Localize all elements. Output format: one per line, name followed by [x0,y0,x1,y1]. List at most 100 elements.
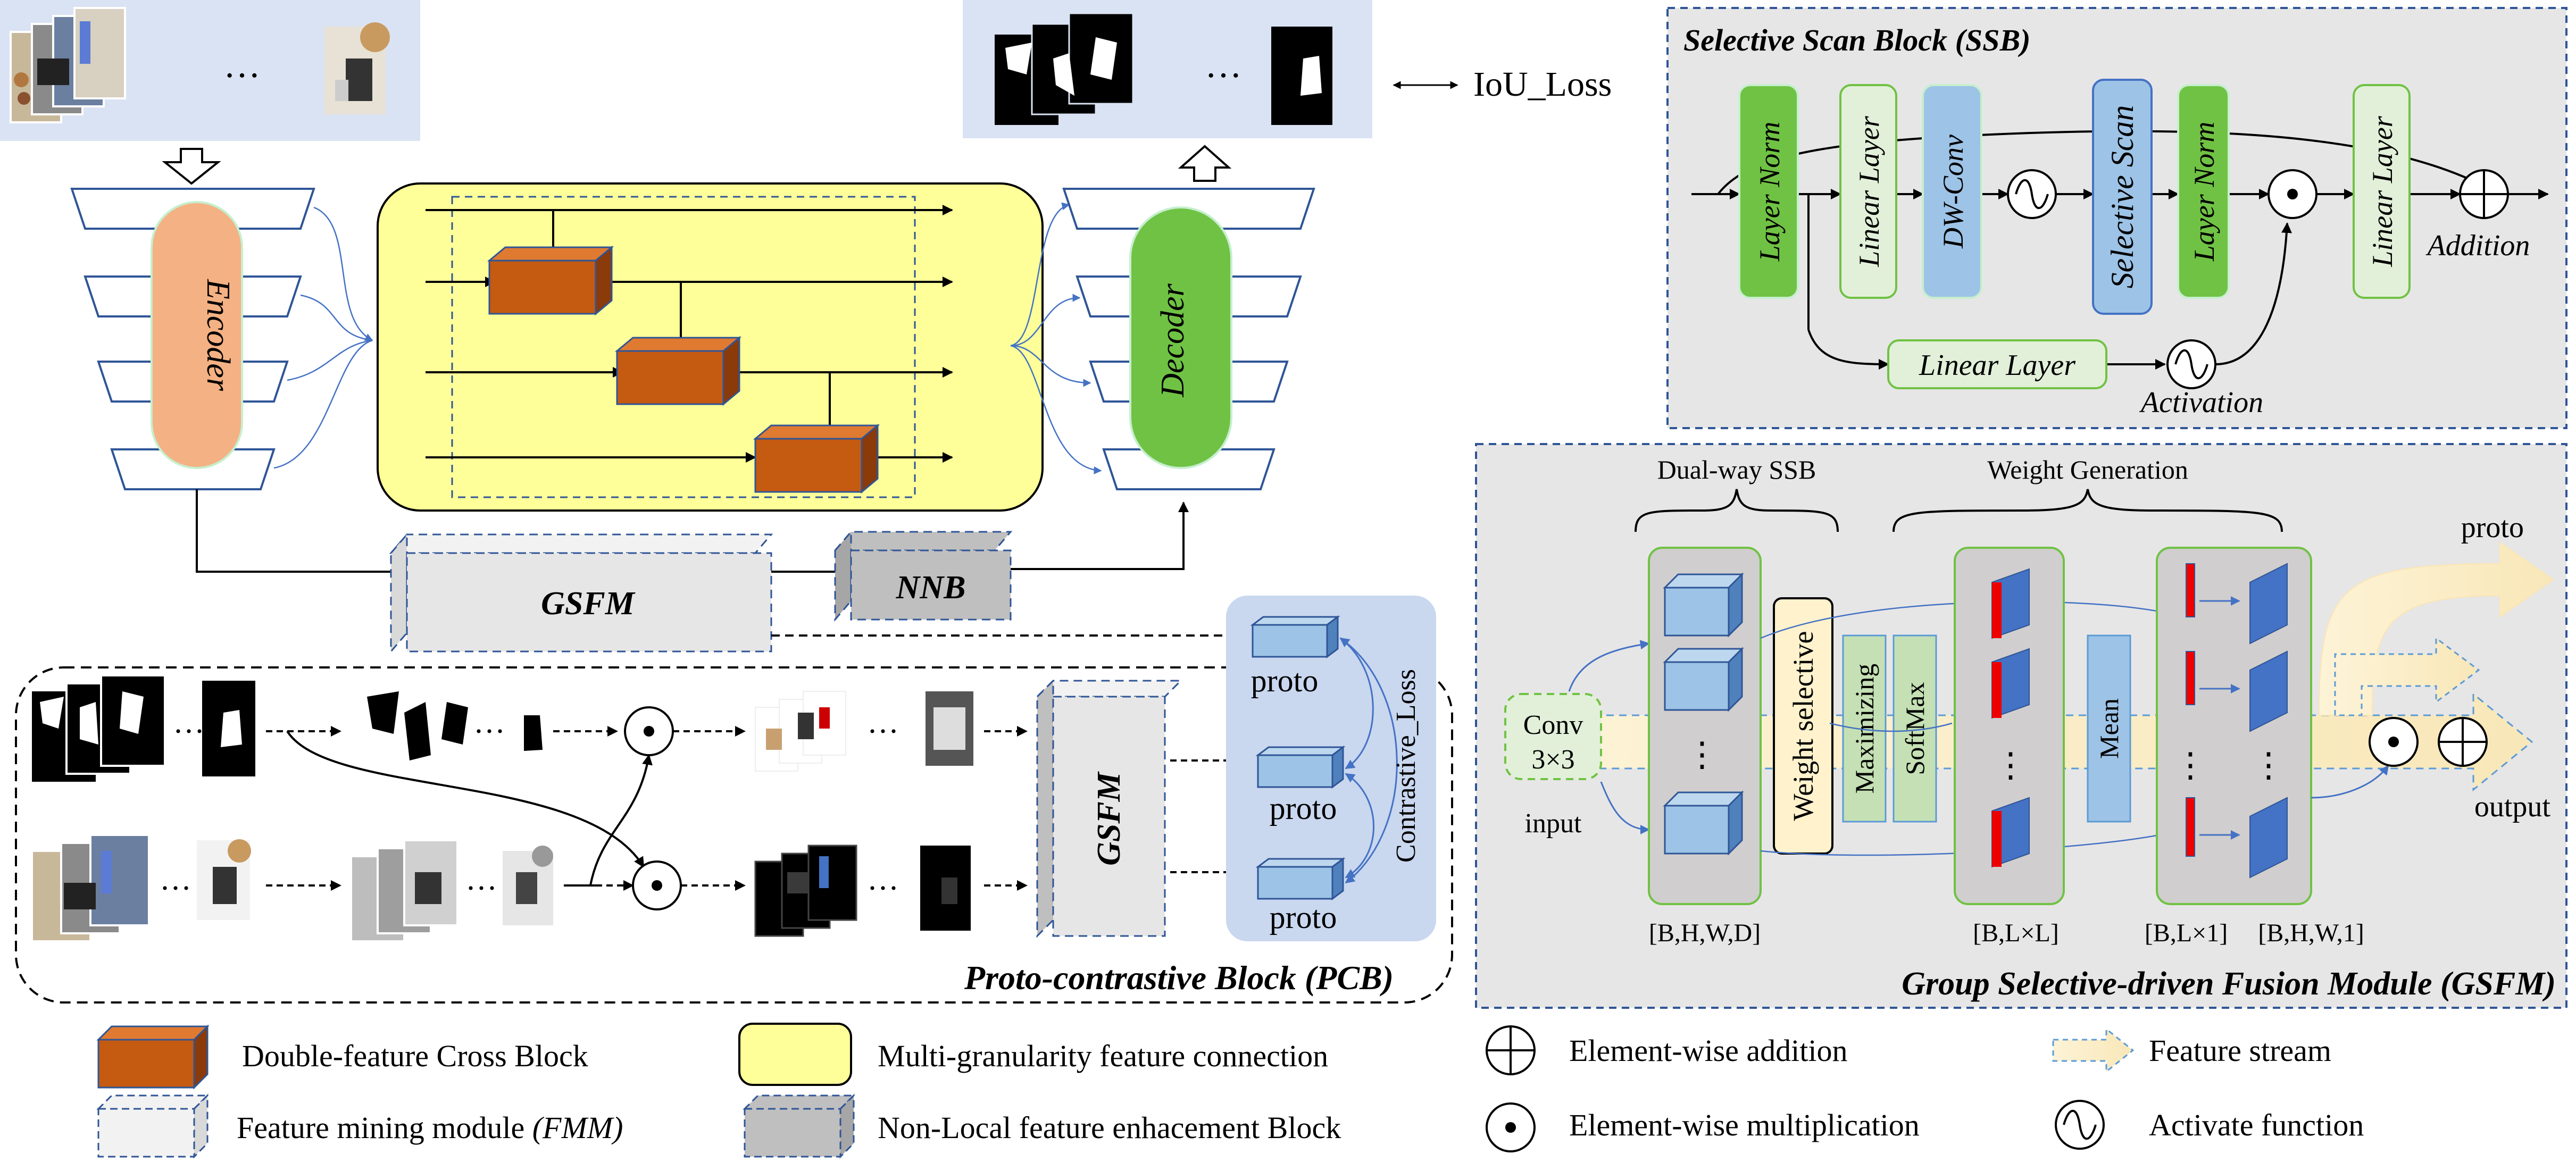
pcb-gsfm-block [1035,679,1183,938]
pcb-frame [15,666,1453,1004]
multi-granularity-inner-frame [451,196,916,498]
dual-way-ssb-label: Dual-way SSB [1657,455,1816,484]
legend-non-local-label: Non-Local feature enhacement Block [878,1110,1341,1145]
pcb-shape-stack [367,691,468,760]
pcb-curve-up [589,754,653,886]
contrastive-loss-label: Contrastive_Loss [1391,669,1421,863]
gsfm-input-label: input [1525,808,1582,839]
pcb-ellipsis-3: ··· [867,714,899,749]
ssb-vdots: ⋮ [1685,735,1719,773]
ssb-linear-layer-1 [1839,84,1897,299]
maximizing-block [1842,634,1887,823]
pcb-gray-last [503,846,553,925]
ssb-dw-conv [1922,84,1982,299]
legend-fmm-italic: (FMM) [532,1110,623,1145]
weight-map-vdots-1: ⋮ [2173,746,2207,784]
weight-map-items [2186,563,2288,879]
legend-add-icon [1486,1025,1536,1075]
input-image-stack [10,7,126,123]
ssb-addition-label: Addition [2425,229,2530,262]
ssb-linear-layer-2 [2353,84,2411,299]
pcb-ellipsis-2: ··· [473,714,505,749]
ssb-cube-2 [1663,647,1744,712]
ssb-layer-norm-2-label: Layer Norm [2188,122,2220,262]
dual-way-brace [1635,489,1839,532]
weight-gen-brace [1893,489,2283,532]
ssb-layer-norm-1-label: Layer Norm [1754,122,1786,262]
gsfm-label: GSFM [541,586,636,622]
ssb-addition [2459,169,2509,219]
pcb-ellipsis-6: ··· [867,871,899,906]
ssb-linear-layer-1-label: Linear Layer [1853,115,1885,267]
ssb-linear-layer-2-label: Linear Layer [2366,115,2398,267]
decoder-block [1129,206,1232,469]
pcb-title: Proto-contrastive Block (PCB) [964,959,1394,997]
legend-activate-label: Activate function [2149,1108,2364,1142]
output-up-arrow [1178,145,1232,182]
legend-double-feature-cube [96,1024,210,1090]
multi-granularity-arrows [426,205,953,463]
proto-label-1: proto [1251,663,1319,698]
dim-bhwd-label: [B,H,W,D] [1649,919,1761,947]
output-mask-panel: ··· [963,0,1372,138]
dim-bhw1-label: [B,H,W,1] [2258,919,2364,947]
legend-fmm-label: Feature mining module (FMM) [237,1110,623,1145]
dim-bll-label: [B,L×L] [1973,919,2059,947]
encoder-block [151,201,243,469]
pcb-ellipsis-4: ··· [160,871,191,906]
ssb-activation-2 [2166,339,2216,389]
legend-element-add-label: Element-wise addition [1569,1033,1847,1068]
ssb-activation-label: Activation [2139,386,2263,419]
pcb-ellipsis-1: ··· [173,714,205,749]
gsfm-addition [2438,717,2488,767]
double-feature-cube-1 [487,245,614,316]
ssb-cube-3 [1663,790,1744,856]
double-feature-cube-3 [753,423,880,494]
nnb-to-decoder-arrow [1011,501,1189,570]
pcb-fg-last-inner [933,707,965,750]
mean-block [2087,634,2131,823]
pcb-multiply-2 [632,860,682,910]
decoder-connections [1010,202,1102,474]
legend-feature-stream-label: Feature stream [2149,1033,2331,1068]
pcb-gray-stack [350,839,458,942]
legend-multiply-icon [1486,1102,1536,1152]
mean-label: Mean [2094,698,2124,759]
input-image-last [324,22,390,114]
dim-bl1-label: [B,L×1] [2145,919,2228,947]
encoder-connections [273,206,373,469]
pcb-image-last [197,839,251,920]
pcb-multiply-1 [624,706,674,756]
proto-cube-1 [1250,615,1340,658]
pcb-shape-last [524,715,543,751]
nnb-label: NNB [896,570,966,606]
conv-label-2: 3×3 [1531,745,1574,775]
pcb-curve-down [286,730,645,868]
iou-loss-label: IoU_Loss [1473,65,1612,104]
input-image-panel: ··· [0,0,420,141]
gsfm-proto-label: proto [2461,511,2524,544]
ssb-linear-layer-3 [1887,339,2107,389]
gsfm-detail-title: Group Selective-driven Fusion Module (GS… [1902,966,2556,1002]
output-mask-stack [995,12,1134,125]
gsfm-multiply [2369,717,2419,767]
legend-multi-granularity-label: Multi-granularity feature connection [878,1039,1328,1073]
encoder-to-gsfm-arrow [196,489,405,577]
nnb-block [833,529,1013,622]
proto-cube-3 [1255,857,1346,900]
ssb-activation-1 [2007,169,2057,219]
ssb-multiply [2267,169,2317,219]
weight-matrix-vdots: ⋮ [1994,746,2028,784]
legend-fmm-text: Feature mining module [237,1110,532,1145]
feature-stream-branch [2334,637,2480,716]
weight-to-multiply [2311,765,2389,799]
ssb-layer-norm-2 [2177,84,2230,299]
legend-element-mul-label: Element-wise multiplication [1569,1108,1920,1142]
ssb-title: Selective Scan Block (SSB) [1683,23,2030,57]
gsfm-output-label: output [2474,790,2551,823]
conv-block [1504,693,1602,780]
proto-cube-2 [1255,746,1346,789]
conv-label-1: Conv [1523,710,1583,740]
contrastive-arrows [1339,637,1398,884]
conv-connections [1568,640,1650,834]
